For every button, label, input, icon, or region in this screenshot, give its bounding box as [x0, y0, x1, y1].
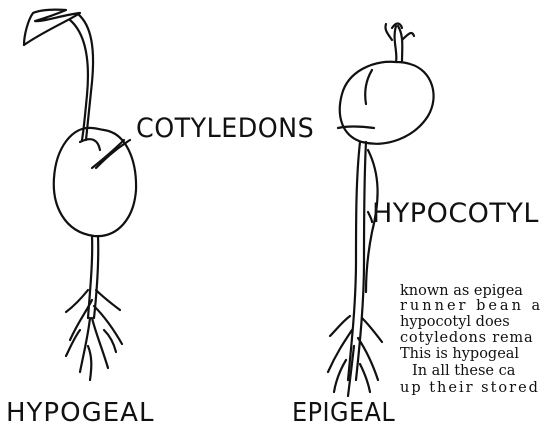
cotyledons-leader-right — [338, 127, 374, 129]
text-line-3: hypocotyl does — [400, 314, 556, 330]
hypogeal-shoot-right — [70, 20, 88, 140]
hypogeal-caption: HYPOGEAL — [6, 398, 154, 428]
cotyledons-label: COTYLEDONS — [136, 113, 314, 144]
epigeal-plumule — [385, 24, 414, 63]
hypocotyl-label: HYPOCOTYL — [372, 198, 539, 229]
text-line-2: runner bean a — [400, 298, 556, 314]
cotyledons-leader-left — [96, 140, 130, 168]
epigeal-cotyledon-line — [365, 70, 372, 104]
epigeal-roots — [328, 316, 382, 396]
hypogeal-roots — [66, 290, 122, 380]
hypogeal-seed-inner — [80, 139, 100, 150]
text-line-4: cotyledons rema — [400, 330, 556, 346]
epigeal-hypocotyl-left — [348, 142, 360, 380]
text-line-7: up their stored — [400, 380, 556, 396]
epigeal-caption: EPIGEAL — [292, 398, 395, 428]
hypogeal-seedling — [24, 10, 136, 380]
text-line-6: In all these ca — [412, 363, 556, 379]
epigeal-cotyledons — [340, 62, 434, 144]
text-line-1: known as epigea — [400, 283, 556, 299]
text-line-5: This is hypogeal — [400, 346, 556, 362]
hypogeal-leaf — [24, 10, 80, 45]
